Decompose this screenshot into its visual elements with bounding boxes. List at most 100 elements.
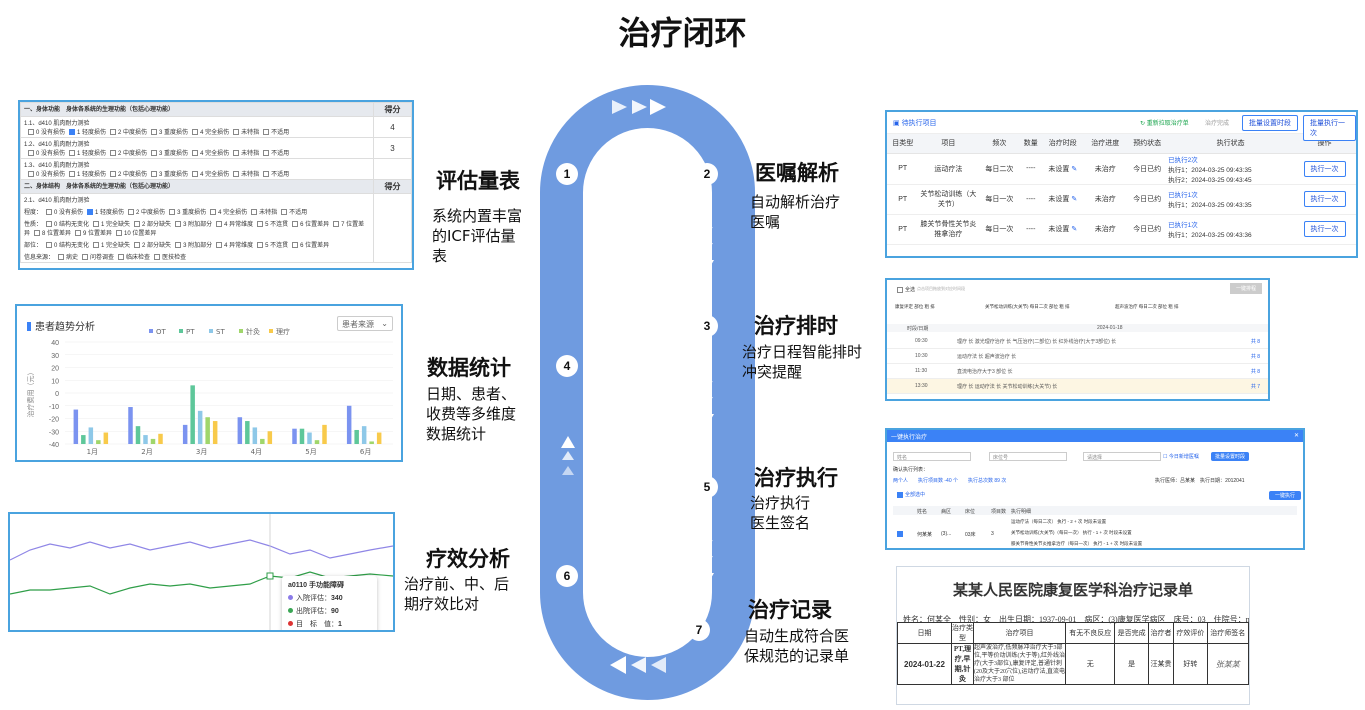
filter-input[interactable]: 床位号 [989,452,1067,461]
record-column-header: 治疗师签名 [1206,622,1249,644]
option-checkbox[interactable] [154,254,161,261]
option-checkbox[interactable] [28,129,34,136]
option-checkbox[interactable] [292,242,299,249]
option-checkbox[interactable] [192,129,199,136]
schedule-select-all[interactable]: 全选 [893,286,915,293]
batch-exec-button[interactable]: 批量执行一次 [1303,115,1356,141]
option-checkbox[interactable] [151,129,158,136]
option-checkbox[interactable] [69,150,76,157]
option-checkbox[interactable] [110,129,117,136]
today-only-checkbox[interactable]: ☐ 今日新增医嘱 [1163,454,1199,460]
filter-input[interactable]: 请选择 [1083,452,1161,461]
batch-time-button[interactable]: 批量设置时段 [1211,452,1250,461]
option-checkbox[interactable] [263,150,270,157]
signature-image: 张某某 [1215,659,1240,669]
schedule-card[interactable]: 康复评定 部位 粗 排 [895,304,935,309]
order-slot[interactable]: 未设置 ✎ [1041,153,1085,185]
option-checkbox[interactable] [82,254,89,261]
close-icon[interactable]: ✕ [1293,433,1299,439]
select-all-checkbox[interactable] [897,286,903,293]
option-checkbox[interactable] [69,129,76,136]
batch-time-button[interactable]: 批量设置时段 [1242,115,1298,131]
order-slot[interactable]: 未设置 ✎ [1041,214,1085,245]
option-checkbox[interactable] [87,209,94,216]
schedule-count[interactable]: 共 7 [1250,384,1260,390]
edit-icon[interactable]: ✎ [1069,196,1078,203]
option-checkbox[interactable] [216,242,223,249]
option-label: 2 中度损伤 [118,130,148,136]
select-all-checkbox[interactable] [897,491,903,498]
option-checkbox[interactable] [263,129,270,136]
exec-select-all[interactable]: 全部选中 [893,491,925,498]
option-checkbox[interactable] [333,221,340,228]
option-checkbox[interactable] [216,221,223,228]
option-label: 1 轻度损伤 [77,151,107,157]
option-checkbox[interactable] [34,230,41,237]
exec-once-button[interactable]: 执行一次 [1303,160,1346,177]
status-line: 执行1：2024-03-25 09:43:35 [1168,166,1252,174]
exec-detail-line[interactable]: 膝关节骨性关节炎推拿治疗（每日一次） 执行 - 1 + 次 时段未设置 [1011,541,1143,546]
option-checkbox[interactable] [46,242,53,249]
exec-detail-line[interactable]: 关节松动训练(大关节)（每日一次） 执行 - 1 + 次 时段未设置 [1011,530,1132,535]
refresh-orders-button[interactable]: ↻ 重新拉取治疗单 [1140,121,1189,127]
option-checkbox[interactable] [116,230,123,237]
option-checkbox[interactable] [192,171,199,178]
tooltip-row: 入院评估：340 [288,593,371,603]
exec-once-button[interactable]: 执行一次 [1303,191,1346,207]
option-checkbox[interactable] [58,254,65,261]
filter-input[interactable]: 姓名 [893,452,971,461]
series-dot [288,621,293,626]
option-checkbox[interactable] [263,171,270,178]
edit-icon[interactable]: ✎ [1069,226,1078,233]
option-checkbox[interactable] [233,129,240,136]
option-checkbox[interactable] [134,242,141,249]
option-checkbox[interactable] [292,221,299,228]
option-checkbox[interactable] [110,171,117,178]
option-checkbox[interactable] [134,221,141,228]
option-checkbox[interactable] [151,171,158,178]
option-checkbox[interactable] [233,150,240,157]
order-type: PT [887,153,919,185]
option-checkbox[interactable] [233,171,240,178]
option-checkbox[interactable] [28,150,34,157]
option-checkbox[interactable] [118,254,125,261]
option-checkbox[interactable] [151,150,158,157]
column-header: 项目 [918,134,979,154]
exec-once-button[interactable]: 执行一次 [1303,221,1346,237]
option-checkbox[interactable] [46,221,53,228]
option-checkbox[interactable] [93,221,100,228]
option-label: 未特指 [259,210,278,216]
order-slot[interactable]: 未设置 ✎ [1041,184,1085,215]
source-select[interactable]: 患者来源⌄ [337,316,393,331]
exec-column-header: 项目数 [991,509,1007,515]
option-checkbox[interactable] [46,209,53,216]
schedule-card[interactable]: 超声波治疗 每日二次 部位 粗 排 [1115,304,1179,309]
treatment-done-button[interactable]: 治疗完成 [1205,121,1230,127]
auto-schedule-button[interactable]: 一键排程 [1229,283,1262,294]
exec-detail-line[interactable]: 运动疗法（每日二次） 执行 - 2 + 次 时段未设置 [1011,519,1107,524]
option-checkbox[interactable] [169,209,176,216]
option-checkbox[interactable] [93,242,100,249]
option-checkbox[interactable] [69,171,76,178]
option-checkbox[interactable] [175,221,182,228]
option-checkbox[interactable] [175,242,182,249]
schedule-count[interactable]: 共 8 [1250,354,1260,360]
option-checkbox[interactable] [251,209,258,216]
option-checkbox[interactable] [257,242,264,249]
option-checkbox[interactable] [281,209,288,216]
option-checkbox[interactable] [28,171,34,178]
one-click-exec-button[interactable]: 一键执行 [1269,491,1302,500]
patient-ward: (3)... [941,531,952,537]
schedule-count[interactable]: 共 8 [1250,339,1260,345]
schedule-card[interactable]: 关节松动训练(大关节) 每日二次 部位 粗 排 [985,304,1070,309]
schedule-count[interactable]: 共 8 [1250,369,1260,375]
option-checkbox[interactable] [110,150,117,157]
record-eval: 好转 [1173,643,1208,685]
edit-icon[interactable]: ✎ [1069,165,1078,173]
option-checkbox[interactable] [75,230,82,237]
option-checkbox[interactable] [192,150,199,157]
row-checkbox[interactable] [897,531,903,537]
option-checkbox[interactable] [210,209,217,216]
option-checkbox[interactable] [128,209,135,216]
option-checkbox[interactable] [257,221,264,228]
